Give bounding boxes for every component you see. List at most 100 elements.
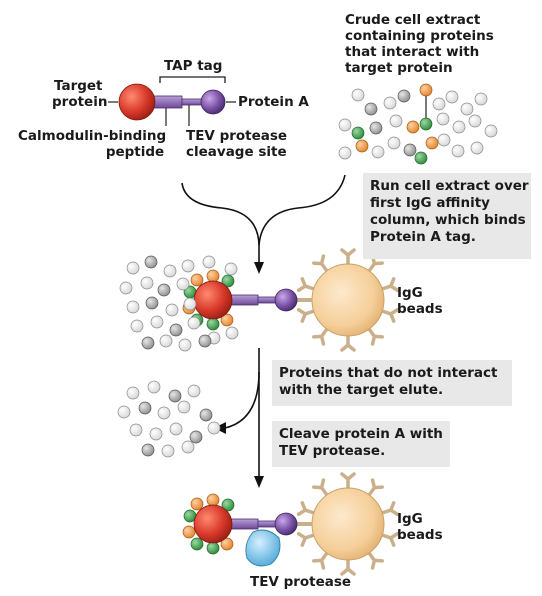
unbound-protein-dot — [176, 277, 190, 291]
antibody-arms — [296, 307, 307, 323]
interacting-protein — [221, 498, 235, 512]
eluted-protein-dot — [157, 406, 171, 420]
extract-protein-dot — [369, 121, 383, 135]
protein-a — [200, 89, 226, 115]
arrowhead-1 — [254, 262, 264, 274]
extract-protein-dot — [451, 144, 465, 158]
eluted-protein-dot — [147, 380, 161, 394]
unbound-protein-dot — [198, 334, 212, 348]
unbound-protein-dot — [169, 323, 183, 337]
cbp-label: Calmodulin-binding peptide — [18, 128, 167, 160]
interacting-protein — [206, 541, 220, 555]
cbp-linker — [229, 294, 259, 306]
interacting-protein — [220, 313, 234, 327]
unbound-protein-dot — [157, 283, 171, 297]
merge-arrow-right — [258, 174, 346, 246]
unbound-protein-dot — [202, 255, 216, 269]
extract-protein-dot — [436, 112, 450, 126]
tev-site-label: TEV protease cleavage site — [186, 128, 288, 160]
antibody-arms — [312, 334, 326, 346]
tap-tag-label: TAP tag — [164, 58, 223, 74]
interacting-protein — [190, 497, 204, 511]
target-protein-label: Target protein — [52, 78, 108, 110]
antibody-arms — [370, 478, 384, 490]
antibody-arms — [296, 277, 307, 293]
extract-protein-dot — [460, 102, 474, 116]
unbound-protein-dot — [126, 261, 140, 275]
igg-beads-label-2: IgG beads — [397, 511, 443, 543]
unbound-protein-dot — [119, 281, 133, 295]
eluted-protein-dot — [177, 400, 191, 414]
protein-a — [274, 512, 298, 536]
cbp-linker — [229, 518, 259, 530]
antibody-arms — [312, 254, 326, 266]
extract-protein-dot — [389, 114, 403, 128]
step-1-text: Run cell extract over first IgG affinity… — [370, 178, 529, 245]
extract-protein-dot — [419, 83, 433, 97]
eluted-protein-dot — [189, 430, 203, 444]
antibody-arms — [389, 531, 400, 547]
extract-protein-dot — [468, 114, 482, 128]
step-2-box — [272, 360, 512, 406]
crude-cell-extract — [338, 83, 498, 165]
protein-a-label: Protein A — [238, 94, 309, 110]
antibody-arms — [296, 501, 307, 517]
eluted-protein-dot — [117, 405, 131, 419]
igg-bead — [311, 487, 385, 561]
bound-complex-1 — [182, 248, 400, 352]
antibody-arms — [312, 558, 326, 570]
antibody-arms — [389, 277, 400, 293]
extract-protein-dot — [474, 92, 488, 106]
antibody-arms — [340, 472, 356, 481]
extract-protein-dot — [338, 146, 352, 160]
tev-protease-label: TEV protease — [250, 574, 352, 590]
unbound-proteins-cloud — [119, 255, 239, 352]
extract-protein-dot — [351, 88, 365, 102]
eluted-protein-dot — [168, 389, 182, 403]
interacting-protein — [221, 274, 235, 288]
step-2-text: Proteins that do not interact with the t… — [279, 365, 498, 398]
eluted-protein-dot — [149, 427, 163, 441]
elute-branch-arrow — [224, 371, 260, 429]
antibody-arms — [340, 567, 356, 576]
extract-protein-dot — [397, 89, 411, 103]
unbound-protein-dot — [141, 336, 155, 350]
antibody-arms — [389, 501, 400, 517]
interacting-protein — [206, 269, 220, 283]
step-3-text: Cleave protein A with TEV protease. — [279, 426, 443, 459]
tap-construct — [108, 76, 236, 126]
step-3-box — [272, 421, 450, 467]
target-protein — [193, 504, 233, 544]
target-protein — [118, 83, 156, 121]
eluted-protein-dot — [161, 444, 175, 458]
unbound-protein-dot — [150, 315, 164, 329]
extract-protein-dot — [437, 133, 451, 147]
unbound-protein-dot — [165, 303, 179, 317]
eluted-proteins-cloud — [117, 380, 221, 458]
antibody-arms — [370, 334, 384, 346]
unbound-protein-dot — [178, 338, 192, 352]
eluted-protein-dot — [187, 384, 201, 398]
extract-protein-dot — [355, 139, 369, 153]
unbound-protein-dot — [159, 334, 173, 348]
interacting-protein — [182, 525, 196, 539]
antibody-arms — [340, 248, 356, 257]
eluted-protein-dot — [207, 421, 221, 435]
interacting-protein — [190, 273, 204, 287]
tev-protease — [245, 529, 281, 567]
extract-protein-dot — [419, 117, 433, 131]
extract-protein-dot — [470, 141, 484, 155]
igg-beads-label-1: IgG beads — [397, 285, 443, 317]
extract-protein-dot — [371, 145, 385, 159]
eluted-protein-dot — [129, 423, 143, 437]
eluted-protein-dot — [169, 422, 183, 436]
interacting-protein — [190, 537, 204, 551]
extract-protein-dot — [351, 126, 365, 140]
eluted-protein-dot — [141, 443, 155, 457]
eluted-protein-dot — [138, 401, 152, 415]
unbound-protein-dot — [145, 296, 159, 310]
extract-protein-dot — [445, 90, 459, 104]
extract-protein-dot — [425, 136, 439, 150]
extract-protein-dot — [484, 124, 498, 138]
extract-protein-dot — [338, 118, 352, 132]
